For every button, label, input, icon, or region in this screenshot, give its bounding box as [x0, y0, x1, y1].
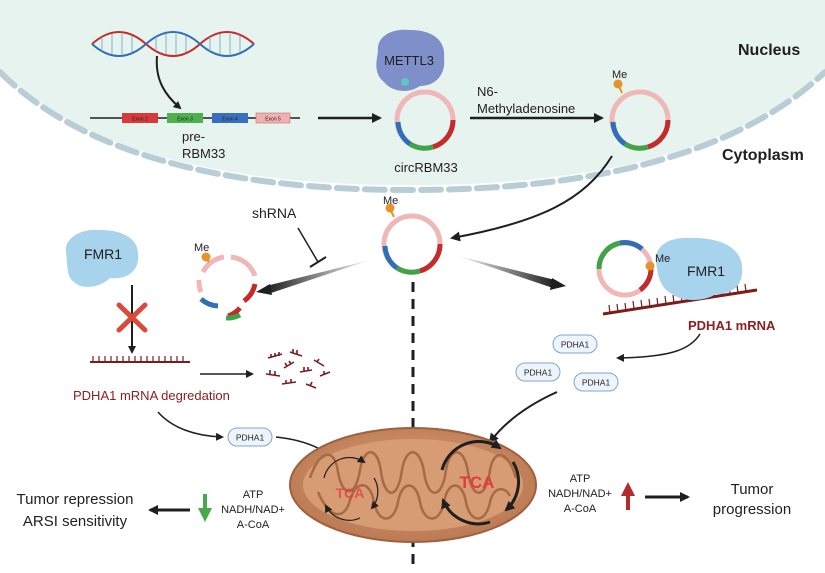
pdha1-label-left: PDHA1 [236, 433, 265, 443]
shrna-inhibition-bar [309, 256, 327, 268]
methyl-stalk-3 [206, 259, 210, 263]
exon-3-label: Exon 3 [177, 117, 193, 123]
tca-cycle-right-icon [440, 439, 521, 526]
pdha1-mrna-left [90, 356, 190, 363]
mettl3-protein [376, 29, 445, 91]
outcome-left-1: Tumor repression [17, 491, 134, 508]
methyl-group-icon [613, 79, 623, 89]
methyl-group-icon-4 [645, 261, 655, 271]
outcome-right-2: progression [713, 501, 791, 518]
methyl-group-icon-2 [385, 203, 395, 213]
methyl-label-1: Me [612, 69, 627, 81]
arrow-to-pdha1-left [157, 411, 224, 441]
mitochondrion [289, 427, 537, 543]
nucleus-label: Nucleus [738, 42, 800, 59]
metabolite-right-atp: ATP [570, 473, 591, 485]
circ-rna-methylated-nuclear [609, 89, 671, 151]
modification-label-2: Methyladenosine [477, 101, 575, 116]
pdha1-protein-right-2: PDHA1 [515, 362, 561, 382]
circ-rna-nuclear [394, 89, 456, 151]
arrow-to-binding [458, 256, 555, 288]
tca-label-right: TCA [460, 473, 495, 492]
pdha1-protein-right-1: PDHA1 [552, 334, 598, 354]
exon-blocks: Exon 2 Exon 3 Exon 4 Exon 5 [122, 112, 291, 124]
modification-label-1: N6- [477, 84, 498, 99]
tca-label-left: TCA [336, 485, 365, 501]
tca-cycle-left-icon [323, 455, 379, 521]
methyl-label-4: Me [655, 253, 670, 265]
blocked-cross-icon [116, 302, 148, 333]
metabolite-left-acoa: A-CoA [237, 519, 270, 531]
shrna-label: shRNA [252, 205, 297, 221]
methyl-group-icon-3 [201, 252, 211, 262]
mrna-label-right: PDHA1 mRNA [688, 318, 776, 333]
methyl-label-3: Me [194, 242, 209, 254]
pdha1-label-right-1: PDHA1 [561, 340, 590, 350]
up-arrow-icon [621, 482, 635, 510]
nuclear-membrane [0, 69, 825, 194]
arrow-pdha1-right-into-mito [488, 391, 558, 444]
arrow-to-knockdown [266, 260, 370, 294]
mettl3-label: METTL3 [384, 53, 434, 68]
exon-2-label: Exon 2 [132, 117, 148, 123]
down-arrow-icon [198, 494, 212, 522]
fmr1-protein-left [65, 229, 139, 287]
metabolite-left-atp: ATP [243, 489, 264, 501]
arrow-to-pdha1-right [616, 333, 701, 362]
mrna-fragments-icon [265, 349, 331, 389]
circ-rna-label: circRBM33 [394, 160, 458, 175]
cytoplasm-label: Cytoplasm [722, 147, 804, 164]
fmr1-protein-right [655, 237, 743, 300]
arrow-to-knockdown-head [256, 284, 272, 295]
metabolite-left-nadh: NADH/NAD+ [221, 504, 285, 516]
arrow-dna-to-pre-rna [155, 55, 182, 110]
pre-rna-label-1: pre- [182, 129, 205, 144]
outcome-left-2: ARSI sensitivity [23, 513, 128, 530]
metabolite-right-acoa: A-CoA [564, 503, 597, 515]
dna-helix-icon [91, 31, 255, 57]
pdha1-label-right-3: PDHA1 [582, 378, 611, 388]
pre-rna-label-2: RBM33 [182, 146, 225, 161]
shrna-inhibition-line [297, 227, 319, 263]
arrow-export [450, 155, 613, 242]
circ-rna-bound [596, 240, 654, 298]
fmr1-label-right: FMR1 [687, 263, 725, 279]
circ-rna-cytoplasmic [381, 213, 443, 275]
outcome-right-1: Tumor [731, 481, 774, 498]
metabolite-right-nadh: NADH/NAD+ [548, 488, 612, 500]
mettl3-binding-site [401, 78, 409, 86]
methyl-label-2: Me [383, 195, 398, 207]
fmr1-label-left: FMR1 [84, 246, 122, 262]
pdha1-protein-right-3: PDHA1 [573, 372, 619, 392]
exon-5-label: Exon 5 [265, 117, 281, 123]
exon-4-label: Exon 4 [222, 117, 238, 123]
pdha1-protein-left: PDHA1 [227, 427, 273, 447]
arrow-to-binding-head [550, 278, 566, 290]
degradation-label: PDHA1 mRNA degredation [73, 388, 230, 403]
pdha1-label-right-2: PDHA1 [524, 368, 553, 378]
circ-rna-cleaved [196, 254, 258, 321]
